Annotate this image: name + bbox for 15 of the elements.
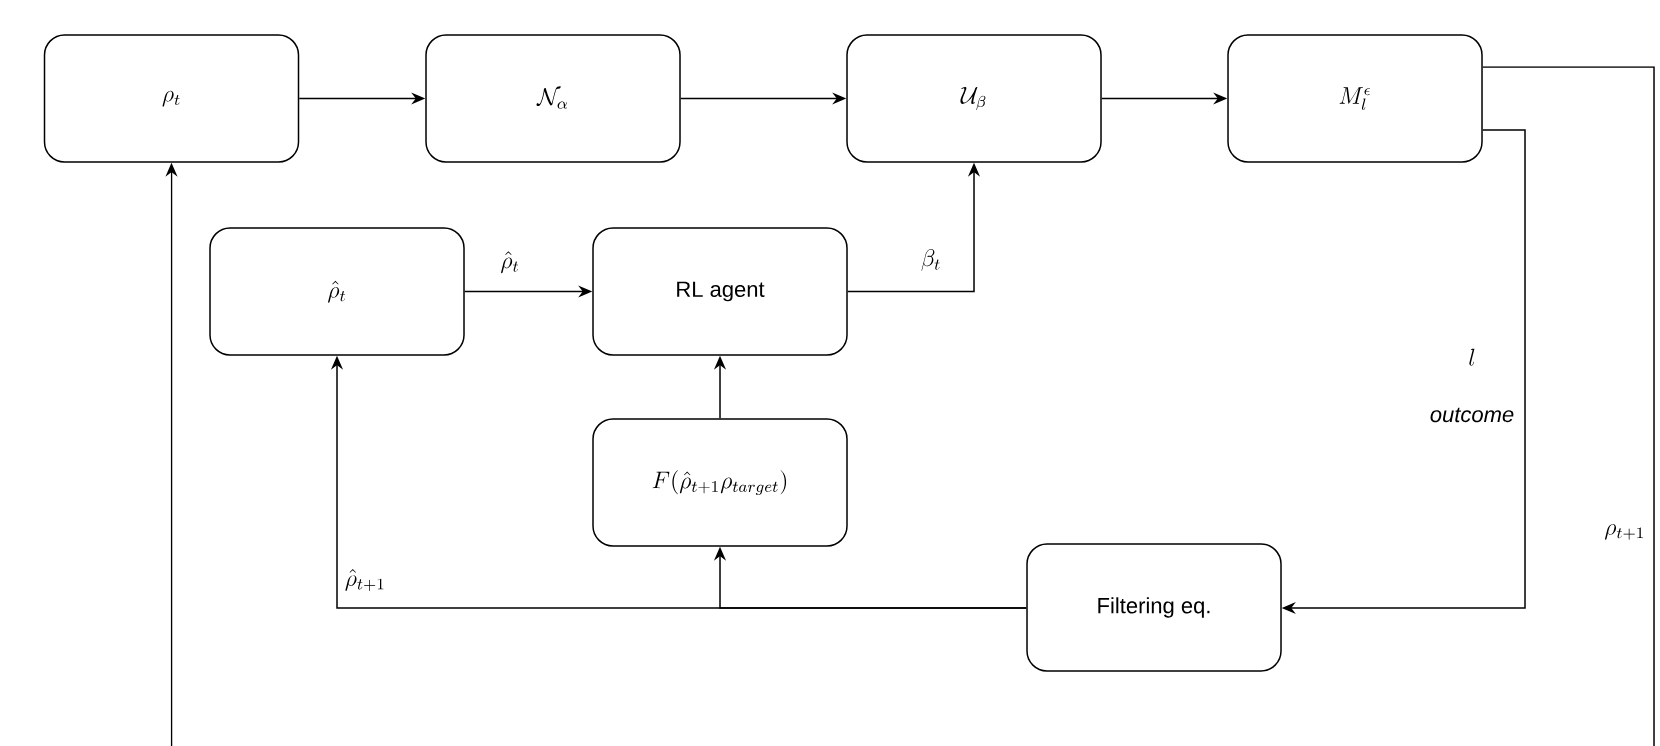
outcome-label: outcome [1430,407,1514,423]
edge-label: $l$ [1469,348,1475,366]
process-box: $F(\hat{\rho}_{t+1}\rho_{target})$ [592,418,848,547]
edge-label: $\beta_t$ [921,249,940,271]
edge-label: $\hat{\rho}_{t+1}$ [345,569,384,591]
edge-label: $\rho_{t+1}$ [1604,523,1643,540]
process-box: $\hat{\rho}_t$ [209,227,465,356]
process-box: RL agent [592,227,848,356]
process-box: $M_l^\epsilon$ [1227,34,1483,163]
process-box: Filtering eq. [1026,543,1282,672]
process-box: $\rho_t$ [43,34,300,163]
process-box: $\mathcal{N}_\alpha$ [425,34,681,163]
arrow [165,66,1655,746]
process-box: $\mathcal{U}_\beta$ [846,34,1102,163]
edge-label: $\hat{\rho}_t$ [501,251,519,274]
